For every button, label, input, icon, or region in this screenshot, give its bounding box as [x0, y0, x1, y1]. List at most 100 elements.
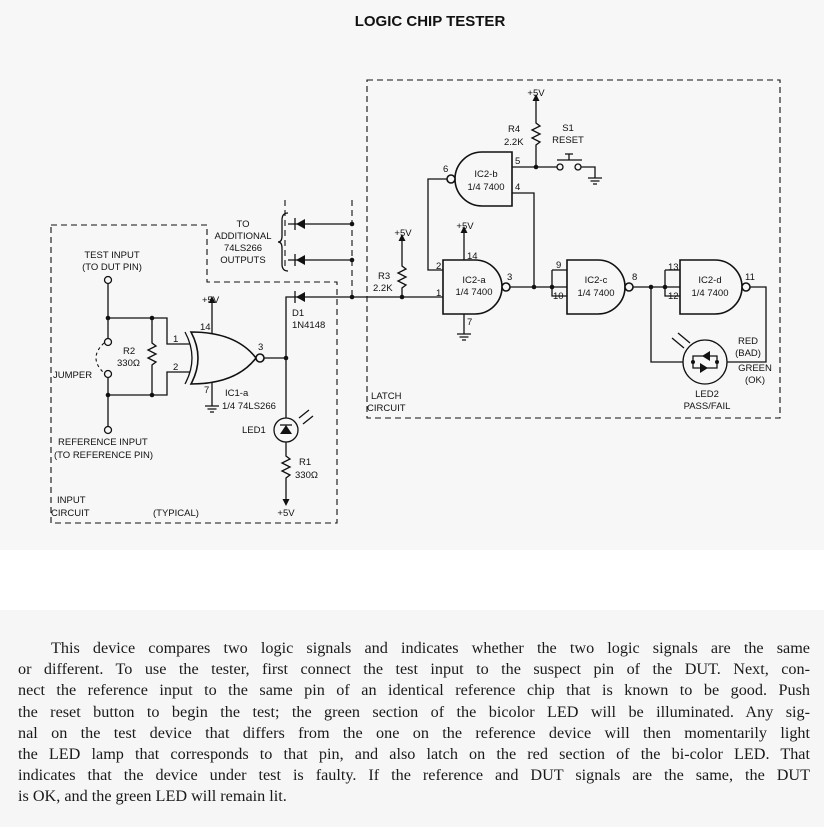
s1-reset-switch[interactable] — [556, 163, 564, 171]
r1-label: R1 — [299, 457, 311, 468]
pin-label: 1 — [436, 288, 441, 299]
ic2a-supply-label: +5V — [456, 221, 474, 232]
led2-red-label: RED — [738, 336, 758, 347]
test-input-terminal[interactable] — [103, 275, 113, 285]
input-circuit-box — [50, 224, 338, 524]
test-input-label: TEST INPUT — [84, 250, 139, 261]
ground-icon — [588, 177, 602, 185]
pin-label: 1 — [173, 334, 178, 345]
input-circuit-label: INPUT — [57, 495, 86, 506]
led2-red-sublabel: (BAD) — [735, 348, 761, 359]
ic2c-nand-gate — [566, 259, 626, 315]
brace-icon — [277, 212, 289, 272]
latch-circuit-label: LATCH — [371, 391, 402, 402]
pin-label: 14 — [467, 251, 478, 262]
latch-circuit-box — [366, 79, 781, 419]
caption-line: the LED lamp that corresponds to that pi… — [18, 744, 810, 763]
vcc-arrow-icon — [398, 234, 406, 241]
caption-paragraph: This device compares two logic signals a… — [18, 638, 810, 808]
r2-resistor — [146, 318, 158, 395]
ic1a-output-bubble — [255, 353, 265, 363]
s1-reset-label: RESET — [552, 135, 584, 146]
latch-circuit-labels: LATCH CIRCUIT R3 2.2K +5V R4 2.2K +5V S1… — [367, 88, 772, 414]
pin-label: 6 — [443, 164, 448, 175]
d1-part: 1N4148 — [292, 320, 325, 331]
additional-outputs-label: TO — [236, 219, 249, 230]
led2-pass-fail-label: PASS/FAIL — [684, 401, 731, 412]
led2-bicolor-icon — [682, 339, 728, 385]
pin-label: 13 — [668, 262, 679, 273]
ic2a-label: IC2-a — [462, 275, 486, 286]
pin-label: 8 — [632, 272, 637, 283]
r3-value: 2.2K — [373, 283, 393, 294]
additional-outputs-label: OUTPUTS — [220, 255, 265, 266]
r2-value: 330Ω — [117, 358, 140, 369]
led1-label: LED1 — [242, 425, 266, 436]
pin-label: 3 — [258, 342, 263, 353]
input-circuit-label-2: CIRCUIT — [51, 508, 90, 519]
pin-label: 12 — [668, 291, 679, 302]
ic2b-part: 1/4 7400 — [468, 182, 505, 193]
caption-line: nal on the test device that differs from… — [18, 723, 810, 742]
r1-value: 330Ω — [295, 470, 318, 481]
vcc-arrow-icon — [460, 226, 468, 233]
ic2d-nand-gate — [679, 259, 743, 315]
ic2d-part: 1/4 7400 — [692, 288, 729, 299]
diode-icon — [296, 255, 305, 265]
r1-supply-label: +5V — [277, 508, 295, 519]
pin-label: 2 — [173, 362, 178, 373]
test-input-sublabel: (TO DUT PIN) — [82, 262, 142, 273]
reference-input-terminal[interactable] — [103, 425, 113, 435]
input-wiring — [95, 212, 355, 506]
led2-label: LED2 — [695, 389, 719, 400]
figure-title: LOGIC CHIP TESTER — [355, 13, 506, 30]
r4-supply-label: +5V — [527, 88, 545, 99]
ic1-part: 1/4 74LS266 — [222, 401, 276, 412]
additional-outputs-label: 74LS266 — [224, 243, 262, 254]
ic1a-xnor-gate — [189, 331, 258, 385]
jumper-terminal-bottom[interactable] — [103, 369, 113, 379]
pin-label: 11 — [745, 272, 755, 283]
r3-resistor — [396, 240, 408, 297]
latch-wiring — [352, 94, 767, 385]
ic1-label: IC1-a — [225, 388, 249, 399]
figure-caption: This device compares two logic signals a… — [0, 610, 824, 827]
led2-green-sublabel: (OK) — [745, 375, 765, 386]
diode-icon — [296, 219, 305, 229]
ic2c-part: 1/4 7400 — [578, 288, 615, 299]
ic2d-label: IC2-d — [698, 275, 721, 286]
caption-line: is OK, and the green LED will remain lit… — [18, 787, 287, 806]
schematic-figure: LOGIC CHIP TESTER — [50, 13, 781, 524]
pin-label: 14 — [200, 322, 211, 333]
pin-label: 3 — [507, 272, 512, 283]
pin-label: 4 — [515, 182, 520, 193]
r2-label: R2 — [123, 346, 135, 357]
pin-label: 7 — [467, 317, 472, 328]
vcc-arrow-icon — [532, 94, 540, 101]
typical-label: (TYPICAL) — [153, 508, 199, 519]
d1-diode-icon — [296, 292, 305, 302]
pin-label: 10 — [553, 291, 564, 302]
jumper-wire — [95, 342, 105, 374]
r3-supply-label: +5V — [394, 228, 412, 239]
ground-icon — [457, 333, 471, 341]
reference-input-label: REFERENCE INPUT — [58, 437, 148, 448]
r4-label: R4 — [508, 124, 520, 135]
pin-label: 7 — [204, 385, 209, 396]
caption-line: or different. To use the tester, first c… — [18, 660, 810, 679]
s1-label: S1 — [562, 123, 574, 134]
caption-line: indicates that the device under test is … — [18, 766, 810, 785]
ic2b-label: IC2-b — [474, 169, 497, 180]
pin-label: 2 — [436, 261, 441, 272]
jumper-terminal-top[interactable] — [103, 337, 113, 347]
ic2a-part: 1/4 7400 — [456, 287, 493, 298]
caption-line: the reset button to begin the test; the … — [18, 702, 810, 721]
pin-label: 9 — [556, 260, 561, 271]
caption-line: This device compares two logic signals a… — [51, 639, 810, 657]
spacer — [0, 550, 824, 610]
led2-green-label: GREEN — [738, 363, 772, 374]
ic2c-label: IC2-c — [585, 275, 608, 286]
r4-value: 2.2K — [504, 137, 524, 148]
ground-icon — [205, 405, 219, 413]
d1-label: D1 — [292, 308, 304, 319]
